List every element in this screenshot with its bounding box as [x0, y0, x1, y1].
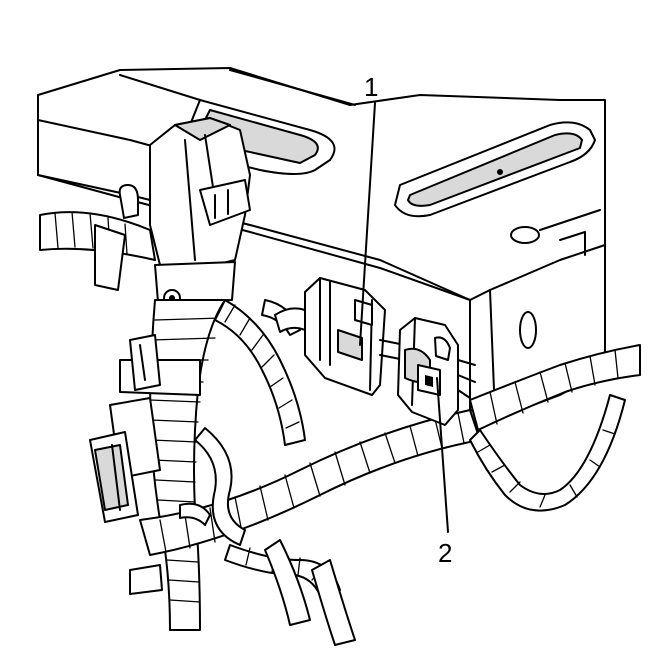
callout-1-label: 1	[364, 72, 379, 102]
callout-2-label: 2	[438, 538, 453, 568]
frame-slot-right	[394, 121, 596, 244]
harness-right-branch	[469, 344, 641, 512]
left-inline-connectors	[89, 334, 211, 595]
connector-1-housing	[274, 277, 406, 396]
harness-upper-left	[39, 211, 156, 291]
leader-line-2	[436, 377, 449, 533]
harness-lower-left-loop	[194, 427, 356, 646]
upper-left-connector	[118, 117, 251, 307]
leader-line-1	[359, 102, 376, 346]
connector-2-housing	[397, 317, 476, 426]
